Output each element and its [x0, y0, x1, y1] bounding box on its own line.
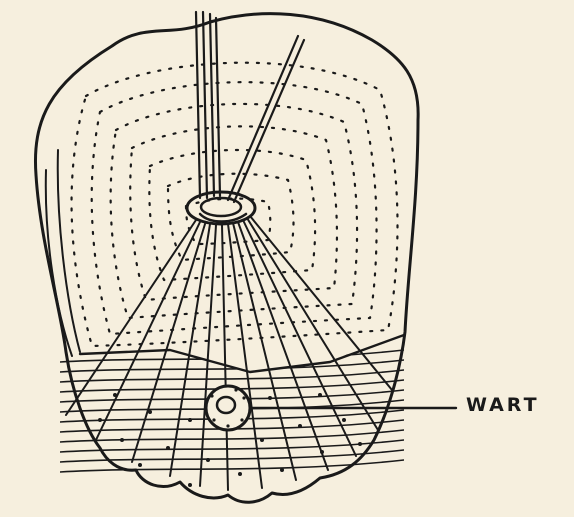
wart-label: WART	[466, 394, 540, 416]
wart	[206, 386, 250, 430]
knot	[187, 192, 255, 224]
band-top-edge	[80, 335, 404, 372]
dotted-rings	[72, 63, 398, 346]
